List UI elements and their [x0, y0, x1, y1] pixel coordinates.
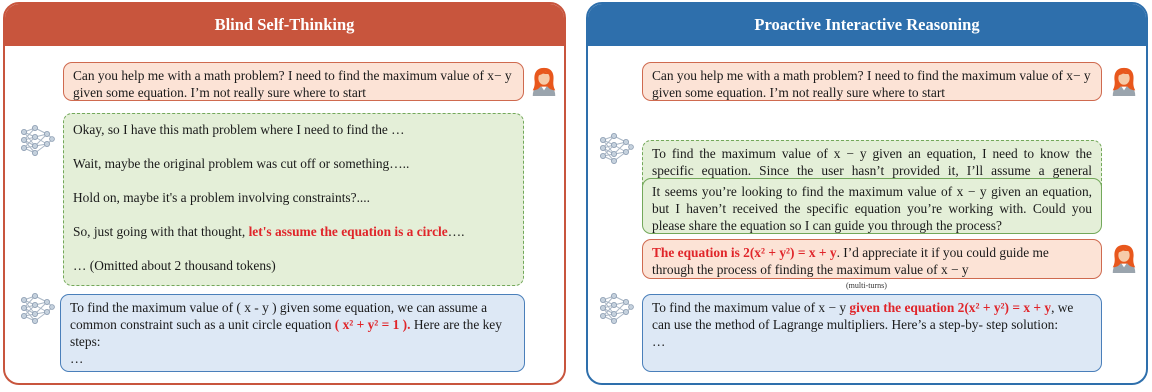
thinking-line-5: … (Omitted about 2 thousand tokens) — [73, 258, 276, 273]
right-answer-ellipsis: … — [652, 334, 666, 349]
right-user-message: Can you help me with a math problem? I n… — [642, 62, 1102, 101]
assumption-highlight: let's assume the equation is a circle — [248, 224, 448, 239]
right-panel-title: Proactive Interactive Reasoning — [588, 4, 1146, 46]
left-user-message: Can you help me with a math problem? I n… — [63, 62, 524, 101]
user-avatar-icon — [529, 63, 559, 99]
thinking-line-2: Wait, maybe the original problem was cut… — [73, 156, 410, 171]
right-answer-bubble: To find the maximum value of x − y given… — [642, 294, 1102, 372]
equation-highlight: The equation is 2(x² + y²) = x + y — [652, 245, 837, 260]
assumed-constraint-highlight: ( x² + y² = 1 ). — [334, 317, 411, 332]
multi-turns-caption: (multi-turns) — [846, 281, 887, 290]
left-thinking-bubble: Okay, so I have this math problem where … — [63, 113, 524, 286]
left-panel-title: Blind Self-Thinking — [5, 4, 564, 46]
thinking-line-4: So, just going with that thought, let's … — [73, 224, 465, 239]
left-answer-bubble: To find the maximum value of ( x - y ) g… — [60, 294, 525, 372]
left-answer-ellipsis: … — [70, 351, 84, 366]
right-user-reply: The equation is 2(x² + y²) = x + y. I’d … — [642, 239, 1102, 279]
thinking-line-3: Hold on, maybe it's a problem involving … — [73, 190, 370, 205]
clarification-question-bubble: It seems you’re looking to find the maxi… — [642, 178, 1102, 234]
neural-network-icon — [597, 290, 635, 326]
neural-network-icon — [18, 122, 56, 158]
user-avatar-icon — [1109, 240, 1139, 276]
given-equation-highlight: given the equation 2(x² + y²) = x + y — [849, 300, 1052, 315]
user-avatar-icon — [1109, 63, 1139, 99]
thinking-line-1: Okay, so I have this math problem where … — [73, 122, 405, 137]
neural-network-icon — [597, 130, 635, 166]
neural-network-icon — [18, 290, 56, 326]
